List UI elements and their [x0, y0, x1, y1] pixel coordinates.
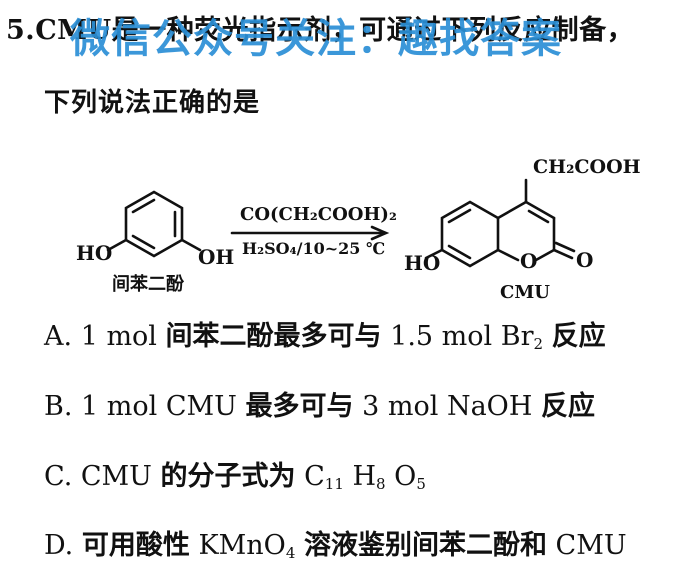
reactant-ho-label: HO: [76, 241, 112, 265]
option-c[interactable]: C. CMU 的分子式为 C11 H8 O5: [44, 454, 426, 493]
formula-o-sub: 5: [416, 475, 426, 493]
option-b-letter: B.: [44, 391, 73, 422]
option-d[interactable]: D. 可用酸性 KMnO4 溶液鉴别间苯二酚和 CMU: [44, 523, 627, 562]
formula-o: O: [394, 461, 417, 492]
reactant-name: 间苯二酚: [112, 273, 185, 295]
reagent-above: CO(CH₂COOH)₂: [240, 204, 397, 225]
cmu-structure: [424, 178, 576, 268]
question-number: 5.: [6, 15, 36, 46]
formula-c: C: [304, 461, 325, 492]
reagent-below: H₂SO₄/10~25 ℃: [242, 239, 385, 258]
option-d-sub: 4: [285, 544, 296, 562]
product-ring-o: O: [520, 249, 537, 273]
option-a-pre: 1 mol: [80, 321, 157, 352]
formula-c-sub: 11: [324, 475, 344, 493]
question-stem-text: CMU是一种荧光指示剂，可通过下列反应制备，: [35, 15, 635, 46]
option-d-cn2: 溶液鉴别间苯二酚和: [303, 530, 547, 561]
option-c-pre: CMU: [80, 461, 152, 492]
option-b-cn1: 最多可与: [245, 391, 354, 422]
option-d-mid: KMnO: [198, 530, 286, 561]
option-a-mid: 1.5 mol Br: [390, 321, 534, 352]
option-a[interactable]: A. 1 mol 间苯二酚最多可与 1.5 mol Br2 反应: [44, 314, 606, 353]
option-d-letter: D.: [44, 530, 74, 561]
reaction-arrow: [230, 225, 390, 241]
product-substituent: CH₂COOH: [533, 156, 641, 178]
product-name: CMU: [500, 282, 550, 303]
option-a-sub: 2: [533, 335, 544, 353]
product-carbonyl-o: O: [576, 248, 593, 272]
question-stem-line1: 5.CMU是一种荧光指示剂，可通过下列反应制备，: [6, 8, 696, 47]
watermark: 微信公众号关注：趣找答案: [70, 16, 562, 62]
formula-h: H: [352, 461, 377, 492]
resorcinol-structure: [106, 190, 202, 258]
option-b-pre: 1 mol CMU: [81, 391, 237, 422]
reactant-oh-label: OH: [198, 245, 234, 269]
option-a-cn2: 反应: [551, 321, 606, 352]
product-ho-label: HO: [404, 251, 440, 275]
option-a-cn1: 间苯二酚最多可与: [165, 321, 382, 352]
question-stem-line2: 下列说法正确的是: [44, 88, 261, 118]
formula-h-sub: 8: [376, 475, 386, 493]
option-d-cn1: 可用酸性: [81, 530, 190, 561]
option-c-letter: C.: [44, 461, 73, 492]
option-c-cn1: 的分子式为: [160, 461, 296, 492]
option-b-mid: 3 mol NaOH: [362, 391, 533, 422]
reaction-scheme: HO OH 间苯二酚 CO(CH₂COOH)₂ H₂SO₄/10~25 ℃ CH…: [76, 156, 641, 303]
option-b[interactable]: B. 1 mol CMU 最多可与 3 mol NaOH 反应: [44, 384, 595, 423]
option-b-cn2: 反应: [540, 391, 595, 422]
option-a-letter: A.: [44, 321, 73, 352]
option-d-post: CMU: [555, 530, 627, 561]
